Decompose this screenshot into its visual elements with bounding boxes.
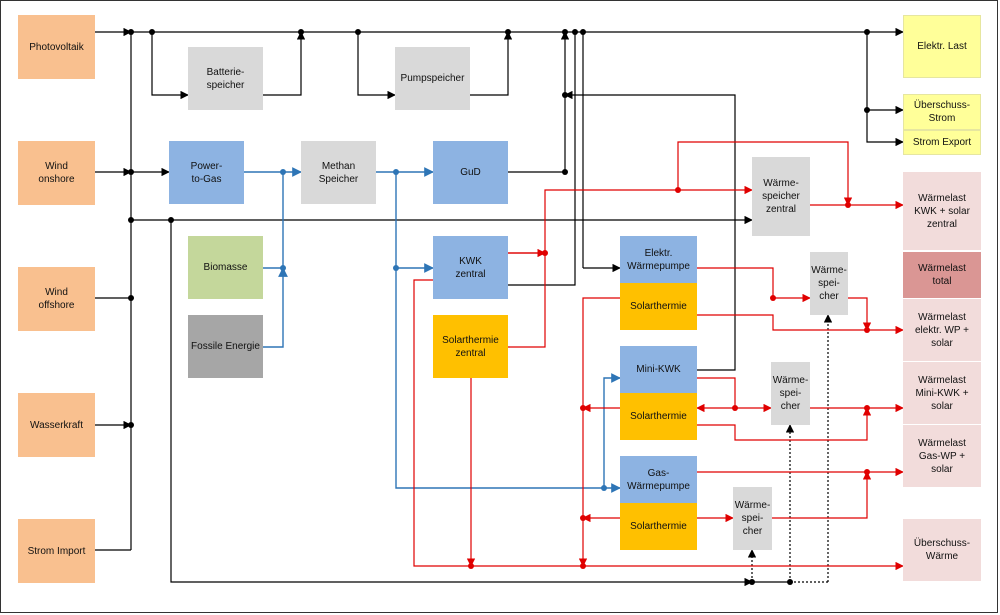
output-strom-export: Strom Export	[903, 130, 981, 155]
batteriespeicher: Batterie- speicher	[188, 47, 263, 110]
output-waermelast-gaswp: Wärmelast Gas-WP + solar	[903, 425, 981, 488]
kwk-zentral: KWK zentral	[433, 236, 508, 299]
source-wind-onshore: Wind onshore	[18, 141, 95, 205]
output-waermelast-kwk-solar: Wärmelast KWK + solar zentral	[903, 172, 981, 251]
electric-lines	[95, 27, 904, 587]
waermespeicher-zentral: Wärme- speicher zentral	[752, 157, 810, 236]
gud: GuD	[433, 141, 508, 204]
output-ueberschuss-waerme: Überschuss- Wärme	[903, 519, 981, 582]
source-wasserkraft: Wasserkraft	[18, 393, 95, 457]
waermespeicher-2: Wärme- spei- cher	[771, 362, 810, 425]
gas-waermepumpe: Gas- Wärmepumpe	[620, 456, 697, 503]
output-ueberschuss-strom: Überschuss- Strom	[903, 94, 981, 130]
solarthermie-2: Solarthermie	[620, 393, 697, 440]
source-wind-offshore: Wind offshore	[18, 267, 95, 331]
source-strom-import: Strom Import	[18, 519, 95, 583]
waermespeicher-3: Wärme- spei- cher	[733, 487, 772, 550]
pumpspeicher: Pumpspeicher	[395, 47, 470, 110]
mini-kwk: Mini-KWK	[620, 346, 697, 393]
biomasse: Biomasse	[188, 236, 263, 299]
methan-speicher: Methan Speicher	[301, 141, 376, 204]
power-to-gas: Power- to-Gas	[169, 141, 244, 204]
fossile-energie: Fossile Energie	[188, 315, 263, 378]
source-photovoltaik: Photovoltaik	[18, 15, 95, 79]
output-elektr-last: Elektr. Last	[903, 15, 981, 78]
elektr-waermepumpe: Elektr. Wärmepumpe	[620, 236, 697, 283]
junction-dots	[128, 29, 870, 585]
output-waermelast-minikwk: Wärmelast Mini-KWK + solar	[903, 362, 981, 425]
heat-lines	[413, 141, 904, 571]
solarthermie-zentral: Solarthermie zentral	[433, 315, 508, 378]
solarthermie-3: Solarthermie	[620, 503, 697, 550]
solarthermie-1: Solarthermie	[620, 283, 697, 330]
output-waermelast-total: Wärmelast total	[903, 252, 981, 299]
waermespeicher-1: Wärme- spei- cher	[810, 252, 848, 315]
output-waermelast-wp-solar: Wärmelast elektr. WP + solar	[903, 299, 981, 362]
